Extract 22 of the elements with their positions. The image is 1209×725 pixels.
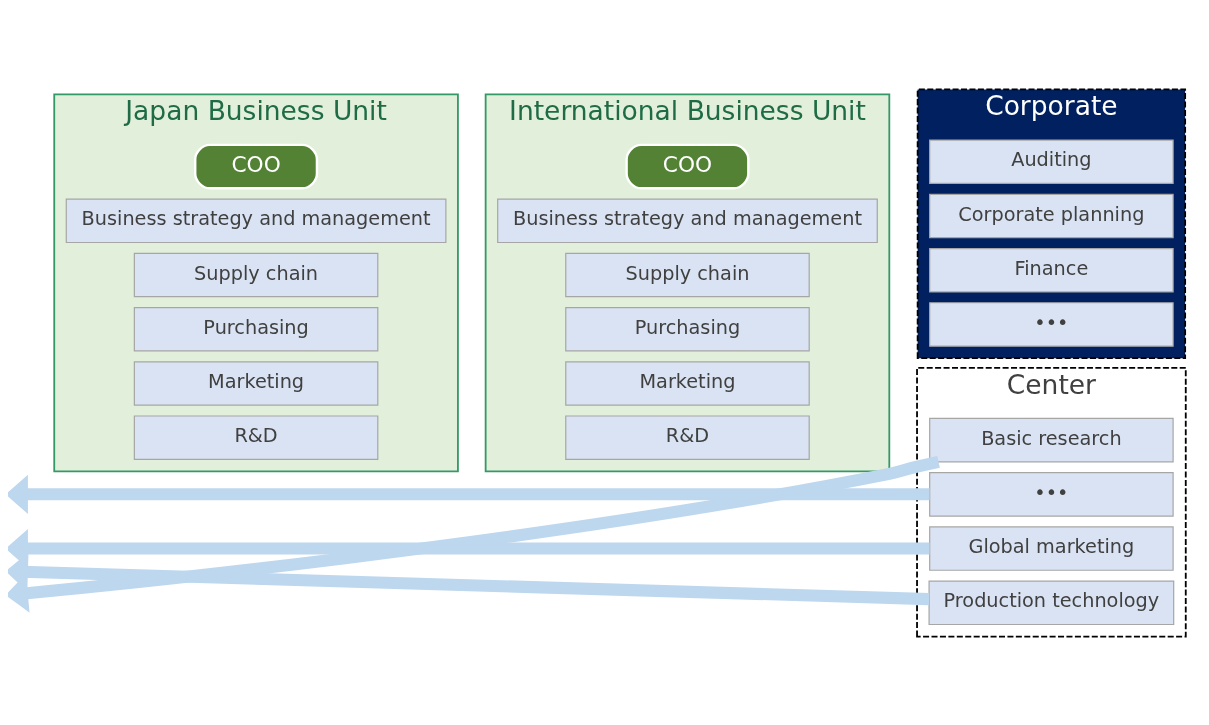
node-box: ••• <box>929 301 1174 347</box>
node-box: Marketing <box>133 360 379 406</box>
node-box: Business strategy and management <box>497 198 878 243</box>
arrow <box>8 455 940 613</box>
node-box: Purchasing <box>133 306 379 352</box>
node-box: Marketing <box>565 360 810 406</box>
node-box: R&D <box>565 414 810 460</box>
node-box: Supply chain <box>565 252 810 297</box>
node-box: R&D <box>133 414 379 460</box>
node-box: Purchasing <box>565 306 810 352</box>
node-box: Business strategy and management <box>65 198 447 243</box>
arrow <box>8 474 930 514</box>
node-box: Supply chain <box>133 252 379 297</box>
node-box: Production technology <box>928 580 1175 625</box>
node-box: Global marketing <box>929 525 1174 571</box>
node-box: COO <box>625 143 750 189</box>
node-box: COO <box>194 143 319 189</box>
node-box: ••• <box>929 471 1174 517</box>
node-box: Finance <box>929 247 1174 292</box>
node-box: Basic research <box>929 417 1174 462</box>
node-box: Auditing <box>929 138 1174 184</box>
node-box: Corporate planning <box>929 193 1174 238</box>
